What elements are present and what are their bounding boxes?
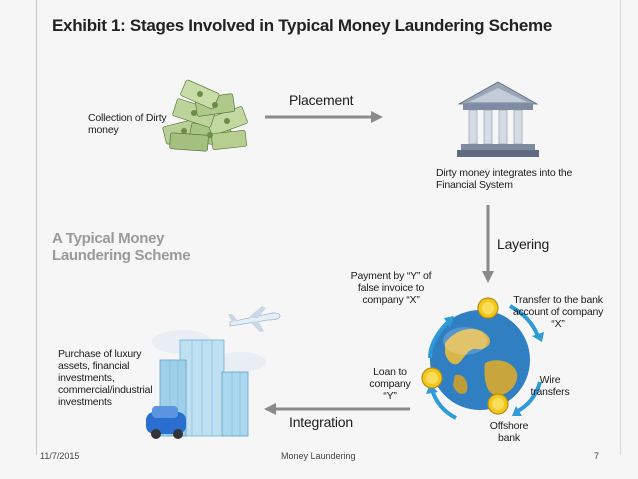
coin-icon-bottom (487, 393, 509, 415)
purchase-label: Purchase of luxury assets, financial inv… (58, 348, 153, 408)
left-divider (36, 0, 37, 455)
coin-icon-left (421, 367, 443, 389)
layering-label: Layering (497, 236, 550, 252)
placement-arrow (265, 111, 383, 123)
footer-date: 11/7/2015 (40, 451, 80, 461)
cycle-arrows (426, 304, 544, 420)
collection-label: Collection of Dirty money (88, 112, 167, 136)
placement-label: Placement (289, 92, 354, 108)
exhibit-title: Exhibit 1: Stages Involved in Typical Mo… (52, 16, 553, 35)
payment-label: Payment by “Y” of false invoice to compa… (350, 270, 432, 306)
integration-arrow (264, 403, 410, 415)
bank-building-icon (457, 81, 539, 157)
footer-page-number: 7 (594, 451, 600, 461)
offshore-label: Offshore bank (489, 420, 529, 444)
integrates-label: Dirty money integrates into the Financia… (436, 167, 573, 191)
layering-arrow (482, 205, 494, 283)
coin-icon-top (477, 297, 499, 319)
right-divider (620, 0, 621, 455)
globe-icon (430, 310, 530, 410)
footer-topic: Money Laundering (281, 451, 356, 461)
wire-label: Wire transfers (530, 374, 570, 398)
loan-label: Loan to company “Y” (369, 366, 411, 402)
city-buildings-icon (146, 330, 266, 439)
integration-label: Integration (289, 414, 353, 430)
airplane-icon (228, 306, 281, 332)
transfer-label: Transfer to the bank account of company … (512, 294, 604, 330)
scheme-caption: A Typical Money Laundering Scheme (52, 230, 191, 264)
money-pile-icon (162, 79, 248, 152)
